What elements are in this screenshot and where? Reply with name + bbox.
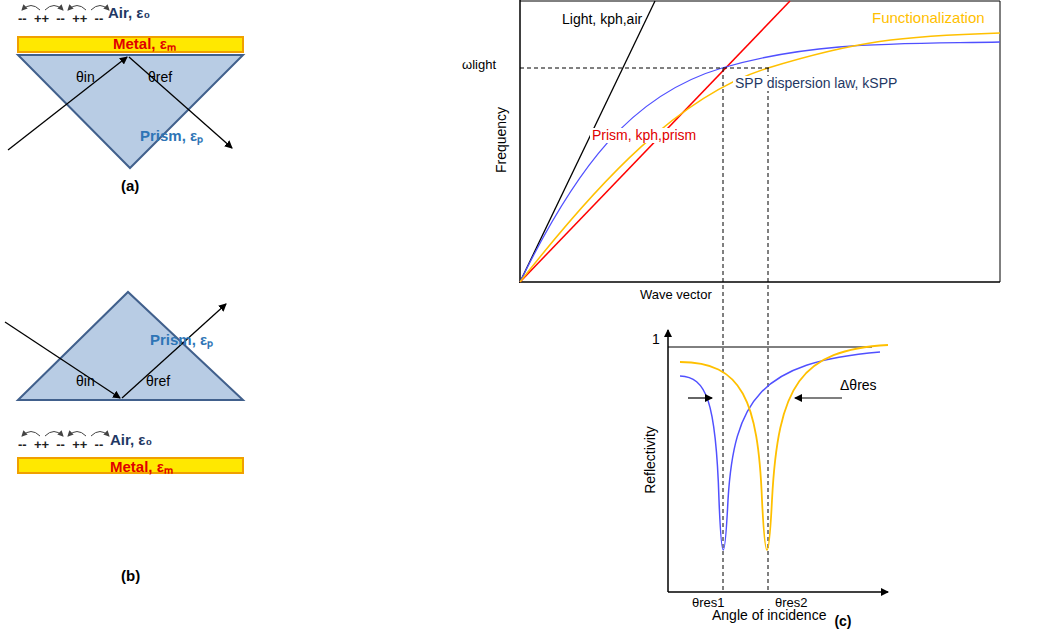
resonance-dash xyxy=(768,68,769,592)
curve-label: Light, kph,air xyxy=(562,12,642,27)
axis-title: Wave vector xyxy=(640,288,712,302)
reflected-ray xyxy=(122,304,226,398)
axis-value: ωlight xyxy=(462,58,496,72)
reflectivity-curve xyxy=(680,345,888,550)
prism xyxy=(18,55,243,168)
spp-curve xyxy=(520,42,1000,282)
charge-row: -- ++ -- ++ -- xyxy=(18,438,103,452)
x-axis xyxy=(668,591,888,593)
angle-label: θin xyxy=(76,70,95,85)
charge-arcs xyxy=(22,6,109,11)
reflected-ray xyxy=(129,57,232,148)
medium-label: Air, ε₀ xyxy=(110,432,152,449)
angle-label: θin xyxy=(76,374,95,389)
angle-label: θref xyxy=(148,70,172,85)
medium-label: Metal, εₘ xyxy=(110,459,173,476)
axis-title: Frequency xyxy=(494,107,509,173)
charge-arc xyxy=(45,432,63,437)
medium-label: Metal, εₘ xyxy=(113,36,176,53)
panel-label: (a) xyxy=(121,178,139,195)
charge-row: -- ++ -- ++ -- xyxy=(18,12,103,26)
axis-title: Reflectivity xyxy=(643,426,658,494)
curve-label: Functionalization xyxy=(872,10,985,27)
prism xyxy=(18,292,243,400)
panel-label: (b) xyxy=(121,568,140,585)
shift-arrow xyxy=(795,397,842,398)
incident-ray xyxy=(5,322,120,398)
charge-arcs xyxy=(22,432,109,437)
charge-arc xyxy=(45,6,63,11)
axis-value: 1 xyxy=(652,332,660,347)
curve-label: SPP dispersion law, kSPP xyxy=(733,76,899,91)
functionalized-curve xyxy=(520,33,1000,282)
medium-label: Prism, εₚ xyxy=(150,332,213,349)
resonance-dash xyxy=(723,68,724,592)
incident-ray xyxy=(8,57,127,150)
charge-arc xyxy=(22,6,40,11)
curve-label: Prism, kph,prism xyxy=(590,128,698,143)
reflectivity-curve xyxy=(680,352,880,550)
medium-label: Air, ε₀ xyxy=(108,5,150,22)
charge-arc xyxy=(91,432,109,437)
prism-light-line xyxy=(520,1,790,282)
shift-arrow xyxy=(688,397,712,398)
charge-arc xyxy=(22,432,40,437)
omega-dash xyxy=(520,68,770,69)
unity-line xyxy=(668,347,872,348)
graph-frame xyxy=(520,1,1000,282)
charge-arc xyxy=(68,6,86,11)
metal-layer xyxy=(18,37,243,52)
axis-title: Angle of incidence xyxy=(712,608,826,623)
angle-label: θref xyxy=(146,374,170,389)
charge-arc xyxy=(91,6,109,11)
x-axis xyxy=(519,281,1000,283)
charge-arc xyxy=(68,432,86,437)
panel-label: (c) xyxy=(834,614,851,629)
y-axis xyxy=(519,0,521,283)
shift-label: Δθres xyxy=(838,378,879,393)
y-axis xyxy=(667,330,669,592)
medium-label: Prism, εₚ xyxy=(140,128,203,145)
